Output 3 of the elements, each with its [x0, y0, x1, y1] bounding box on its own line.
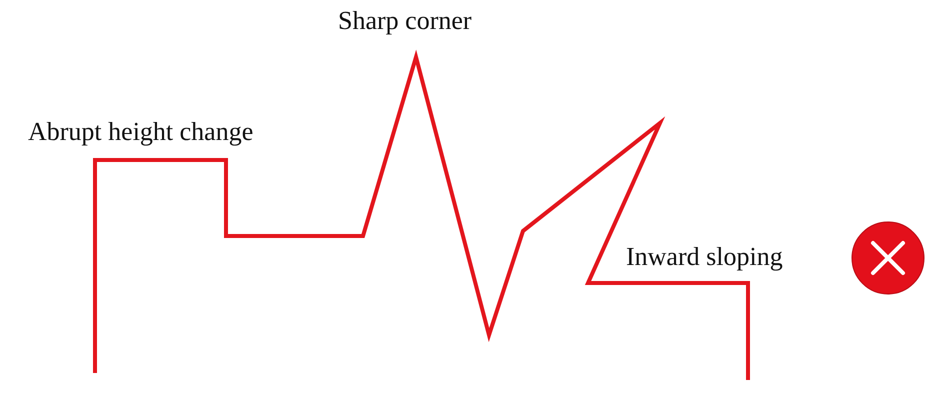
annotation-label: Inward sloping [626, 242, 783, 272]
annotation-label: Abrupt height change [28, 117, 254, 147]
annotation-label: Sharp corner [338, 6, 472, 36]
